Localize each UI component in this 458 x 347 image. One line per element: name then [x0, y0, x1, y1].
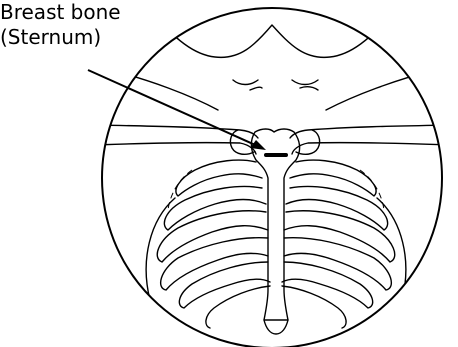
left-rib-1 [176, 160, 262, 196]
right-clavicle [290, 125, 450, 154]
neck-outline [150, 10, 395, 57]
right-collar-crease [292, 80, 318, 90]
left-rib-6 [206, 286, 270, 328]
left-collar-crease [233, 80, 262, 90]
sternum-body [251, 129, 299, 320]
right-rib-cage-edge [362, 198, 406, 347]
left-rib-cage-edge [146, 198, 190, 347]
left-rib-3 [157, 211, 268, 262]
xiphoid-process [264, 320, 288, 334]
left-rib-4 [161, 238, 268, 290]
right-rib-4 [284, 238, 391, 290]
left-rib-2 [164, 187, 266, 231]
right-rib-2 [286, 187, 388, 231]
left-dashed-rib [168, 170, 192, 210]
right-dashed-rib [360, 170, 384, 210]
right-shoulder-outline [326, 70, 435, 110]
right-rib-6 [282, 286, 346, 328]
diagram-circle-border [102, 8, 442, 347]
right-rib-1 [290, 160, 376, 196]
right-rib-3 [284, 211, 395, 262]
